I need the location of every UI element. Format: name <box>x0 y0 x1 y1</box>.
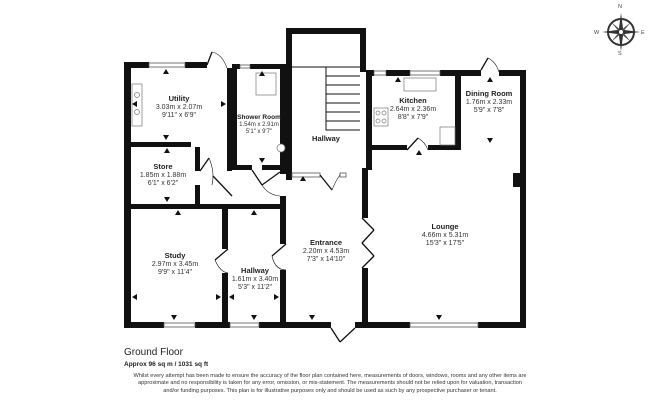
room-metric: 1.61m x 3.40m <box>231 275 279 283</box>
room-metric: 2.20m x 4.53m <box>302 247 350 255</box>
room-study: Study 2.97m x 3.45m 9'9" x 11'4" <box>151 251 199 277</box>
room-shower-room: Shower Room 1.54m x 2.91m 5'1" x 9'7" <box>237 114 281 136</box>
compass-west: W <box>594 30 600 36</box>
room-imperial: 5'3" x 11'2" <box>238 284 272 292</box>
compass-east: E <box>641 30 645 36</box>
room-store: Store 1.85m x 1.88m 6'1" x 6'2" <box>139 162 187 188</box>
windows <box>148 62 479 328</box>
room-dining-room: Dining Room 1.76m x 2.33m 5'9" x 7'8" <box>465 89 513 115</box>
room-metric: 1.54m x 2.91m <box>239 121 279 128</box>
dimension-markers <box>132 69 493 320</box>
room-metric: 4.66m x 5.31m <box>421 231 469 239</box>
floor-area: Approx 96 sq m / 1031 sq ft <box>124 361 209 368</box>
room-name: Hallway <box>241 266 269 275</box>
compass-south: S <box>618 51 622 57</box>
room-entrance: Entrance 2.20m x 4.53m 7'3" x 14'10" <box>302 238 350 264</box>
room-imperial: 9'11" x 6'9" <box>162 112 196 120</box>
walls <box>124 28 526 328</box>
room-name: Dining Room <box>465 89 513 98</box>
room-imperial: 5'1" x 9'7" <box>245 128 273 135</box>
room-name: Shower Room <box>237 114 281 121</box>
room-name: Kitchen <box>399 96 427 105</box>
room-imperial: 7'3" x 14'10" <box>306 256 346 264</box>
compass-north: N <box>618 4 622 10</box>
room-imperial: 8'8" x 7'9" <box>397 114 429 122</box>
room-hallway-lower: Hallway 1.61m x 3.40m 5'3" x 11'2" <box>231 266 279 292</box>
room-imperial: 15'3" x 17'5" <box>425 240 465 248</box>
room-hallway-upper: Hallway <box>312 134 340 144</box>
compass-icon <box>602 13 640 51</box>
floor-title: Ground Floor <box>124 347 183 358</box>
room-name: Lounge <box>431 222 459 231</box>
room-metric: 1.85m x 1.88m <box>139 171 187 179</box>
room-metric: 2.97m x 3.45m <box>151 260 199 268</box>
staircase <box>292 66 360 131</box>
room-kitchen: Kitchen 2.64m x 2.36m 8'8" x 7'9" <box>389 96 437 122</box>
disclaimer-text: Whilst every attempt has been made to en… <box>133 373 527 394</box>
doors <box>199 51 500 343</box>
room-metric: 1.76m x 2.33m <box>465 98 513 106</box>
room-lounge: Lounge 4.66m x 5.31m 15'3" x 17'5" <box>421 222 469 248</box>
room-name: Hallway <box>312 134 340 143</box>
room-imperial: 9'9" x 11'4" <box>158 269 192 277</box>
room-name: Utility <box>168 94 190 103</box>
room-imperial: 6'1" x 6'2" <box>147 180 179 188</box>
room-utility: Utility 3.03m x 2.07m 9'11" x 6'9" <box>155 94 203 120</box>
room-name: Entrance <box>309 238 343 247</box>
room-metric: 2.64m x 2.36m <box>389 105 437 113</box>
room-imperial: 5'9" x 7'8" <box>473 107 505 115</box>
compass-rose: N E S W <box>594 4 646 57</box>
room-metric: 3.03m x 2.07m <box>155 103 203 111</box>
room-name: Store <box>153 162 173 171</box>
room-name: Study <box>164 251 186 260</box>
